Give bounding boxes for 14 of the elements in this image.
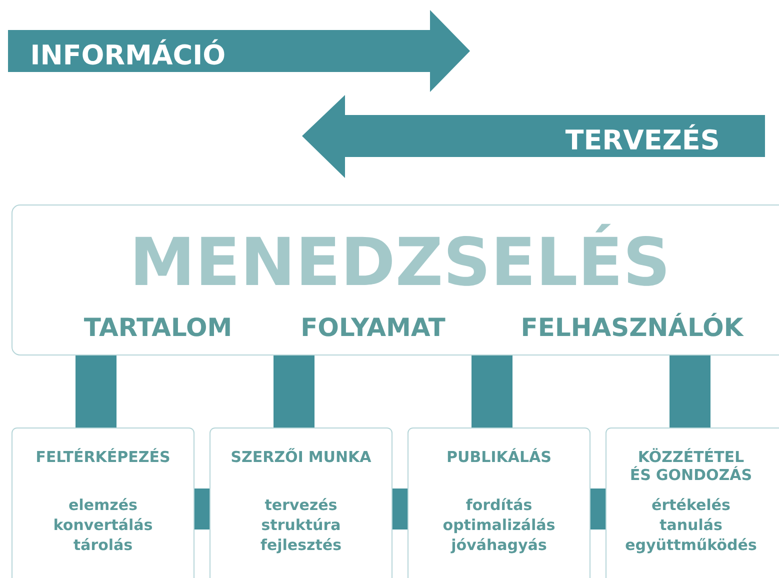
step-box: KÖZZÉTÉTEL ÉS GONDOZÁS értékelés tanulás együttműködés — [606, 428, 779, 578]
connector-bar — [194, 488, 210, 530]
connector-bar — [472, 356, 512, 428]
step-box: PUBLIKÁLÁS fordítás optimalizálás jóváhagyás — [408, 428, 590, 578]
connector-bar — [76, 356, 116, 428]
step-box: SZERZŐI MUNKA tervezés struktúra fejlesztés — [210, 428, 392, 578]
connector-bar — [274, 356, 314, 428]
connector-bar — [392, 488, 408, 530]
header-box: MENEDZSELÉS TARTALOM FOLYAMAT FELHASZNÁLÓK — [12, 204, 779, 356]
connector-bar — [590, 488, 606, 530]
connector-bar — [670, 356, 710, 428]
arrow-banner: TERVEZÉS — [302, 95, 765, 178]
arrow-banner: INFORMÁCIÓ — [8, 10, 470, 92]
step-box: FELTÉRKÉPEZÉS elemzés konvertálás tárolás — [12, 428, 194, 578]
